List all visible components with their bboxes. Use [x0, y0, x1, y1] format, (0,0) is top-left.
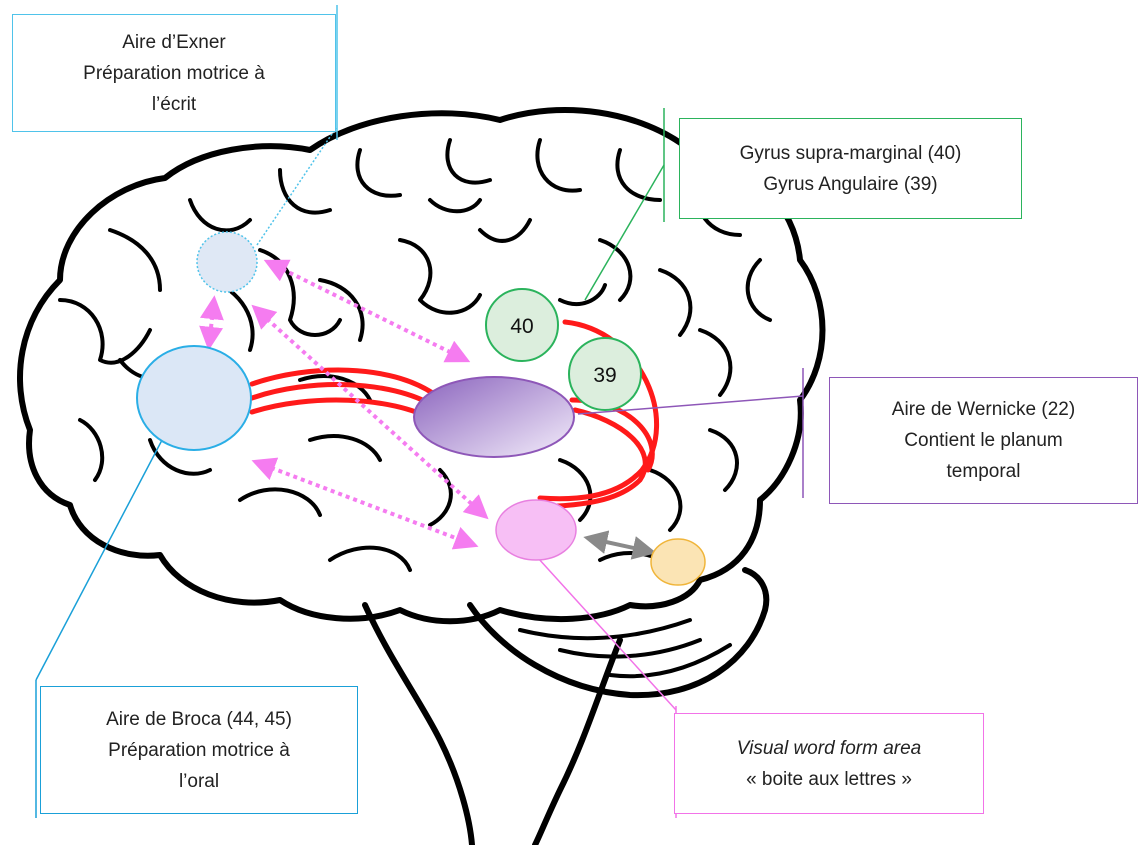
gyrus-supramarginal-text: Gyrus supra-marginal (40): [740, 138, 962, 169]
exner-desc-line1: Préparation motrice à: [83, 58, 265, 89]
exner-label-box: Aire d’Exner Préparation motrice à l’écr…: [12, 14, 336, 132]
area-39-label: 39: [593, 364, 616, 387]
exner-title: Aire d’Exner: [122, 27, 226, 58]
exner-area: [197, 232, 257, 292]
broca-label-box: Aire de Broca (44, 45) Préparation motri…: [40, 686, 358, 814]
vwfa-subtitle: « boite aux lettres »: [746, 764, 912, 795]
broca-desc-line2: l’oral: [179, 766, 219, 797]
wernicke-desc-line1: Contient le planum: [904, 425, 1062, 456]
visual-cortex-area: [651, 539, 705, 585]
broca-desc-line1: Préparation motrice à: [108, 735, 290, 766]
wernicke-title: Aire de Wernicke (22): [892, 394, 1075, 425]
gyrus-label-box: Gyrus supra-marginal (40) Gyrus Angulair…: [679, 118, 1022, 219]
vwfa-label-box: Visual word form area « boite aux lettre…: [674, 713, 984, 814]
area-40-label: 40: [510, 315, 533, 338]
visual-word-form-area: [496, 500, 576, 560]
wernicke-desc-line2: temporal: [947, 456, 1021, 487]
gyrus-angular-text: Gyrus Angulaire (39): [763, 169, 937, 200]
exner-desc-line2: l’écrit: [152, 89, 196, 120]
vwfa-title: Visual word form area: [737, 733, 921, 764]
wernicke-label-box: Aire de Wernicke (22) Contient le planum…: [829, 377, 1138, 504]
visual-link-arrow: [588, 538, 652, 552]
brain-stem: [365, 605, 620, 845]
broca-title: Aire de Broca (44, 45): [106, 704, 292, 735]
wernicke-area: [414, 377, 574, 457]
broca-area: [137, 346, 251, 450]
